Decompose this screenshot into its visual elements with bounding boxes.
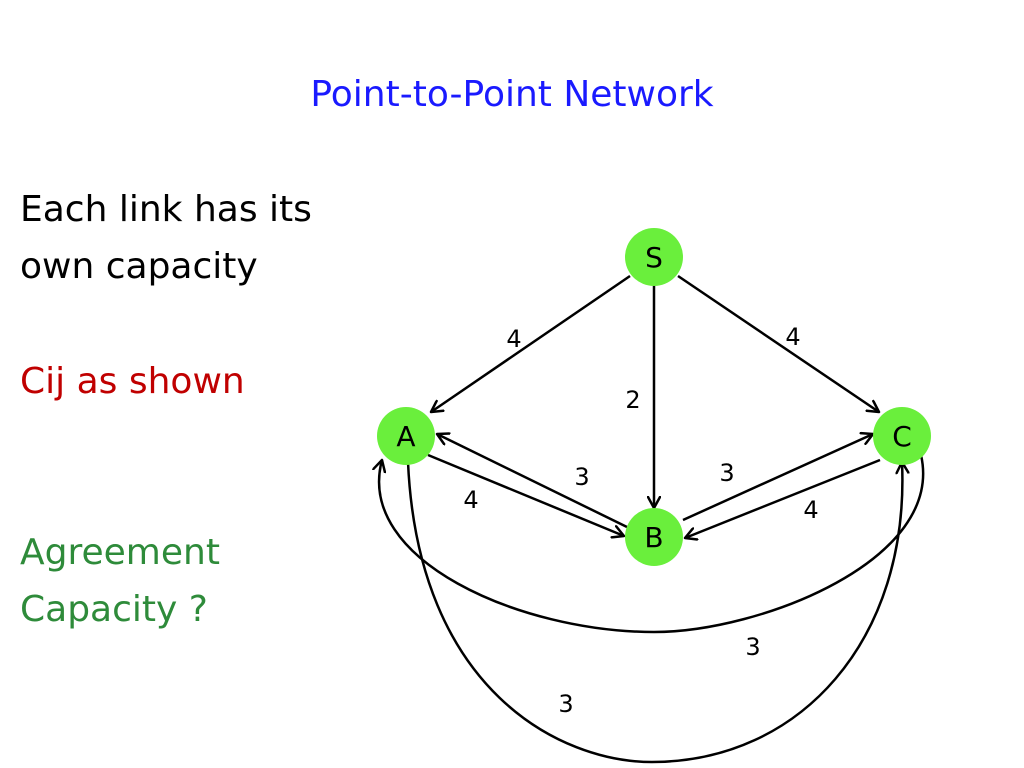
node-b: B bbox=[625, 508, 683, 566]
slide-title: Point-to-Point Network bbox=[310, 74, 714, 115]
capacity-label-s-c: 4 bbox=[785, 323, 800, 351]
edge-s-c bbox=[677, 274, 879, 412]
capacity-label-b-c: 3 bbox=[719, 459, 734, 487]
node-s: S bbox=[625, 228, 683, 286]
capacity-label-c-b: 4 bbox=[803, 496, 818, 524]
capacity-label-s-b: 2 bbox=[625, 386, 640, 414]
edge-b-c bbox=[682, 434, 873, 522]
capacity-label-s-a: 4 bbox=[506, 325, 521, 353]
node-c-label: C bbox=[892, 420, 912, 453]
edge-a-c-curve bbox=[406, 462, 902, 764]
question-line-1: Agreement bbox=[20, 532, 220, 573]
node-a-label: A bbox=[396, 420, 415, 453]
agreement-capacity-question: Agreement Capacity ? bbox=[20, 524, 220, 638]
edge-a-b bbox=[427, 453, 624, 536]
edge-c-b bbox=[685, 458, 881, 538]
capacity-label-a-c: 3 bbox=[558, 690, 573, 718]
edge-c-a-curve bbox=[379, 454, 925, 634]
cij-text: Cij as shown bbox=[20, 361, 245, 402]
node-b-label: B bbox=[644, 521, 663, 554]
question-line-2: Capacity ? bbox=[20, 589, 208, 630]
node-c: C bbox=[873, 407, 931, 465]
capacity-label-c-a: 3 bbox=[745, 633, 760, 661]
edge-b-a bbox=[437, 434, 628, 529]
description-line-2: own capacity bbox=[20, 246, 258, 287]
capacity-label-b-a: 3 bbox=[574, 463, 589, 491]
node-s-label: S bbox=[645, 241, 663, 274]
edge-s-a bbox=[431, 274, 631, 412]
description-line-1: Each link has its bbox=[20, 189, 312, 230]
description-text: Each link has its own capacity bbox=[20, 181, 312, 295]
node-a: A bbox=[377, 407, 435, 465]
capacity-label-a-b: 4 bbox=[463, 486, 478, 514]
